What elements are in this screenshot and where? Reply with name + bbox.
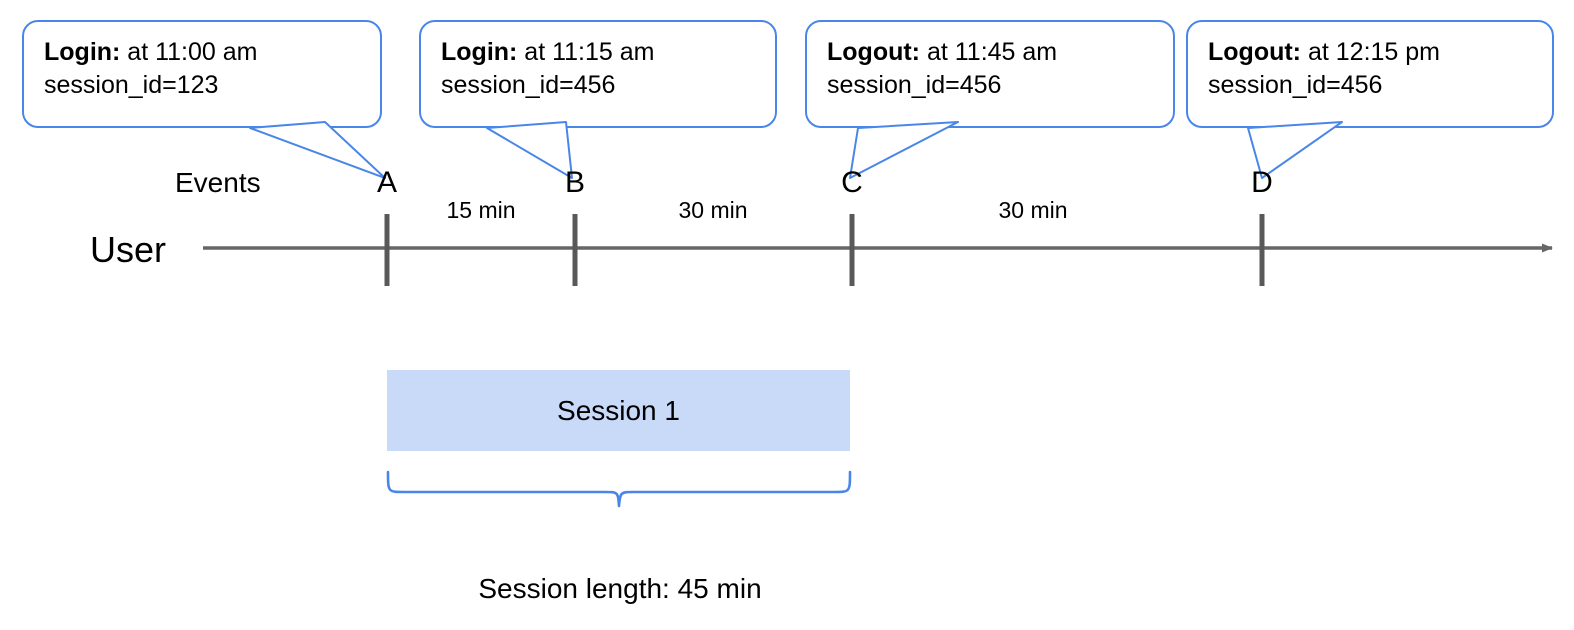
interval-label-a-b: 15 min [446, 197, 516, 223]
callout-session-id: session_id=456 [441, 71, 616, 99]
session-bar-session-1: Session 1 [387, 370, 850, 451]
marker-label-b: B [564, 166, 585, 199]
callout-time: at 11:15 am [517, 38, 655, 66]
callout-session-id: session_id=123 [44, 71, 219, 99]
callout-event-label: Logout: [827, 38, 921, 66]
callout-session-id: session_id=456 [827, 71, 1002, 99]
events-row-label: Events [175, 167, 261, 198]
callout-logout-c: Logout: at 11:45 am session_id=456 [805, 20, 1175, 128]
callout-login-b: Login: at 11:15 am session_id=456 [419, 20, 777, 128]
callout-time: at 11:45 am [920, 38, 1058, 66]
callout-tail-a [249, 121, 386, 179]
marker-label-c: C [841, 166, 863, 199]
session-length-brace [386, 470, 852, 508]
user-row-label: User [90, 229, 167, 270]
callout-event-label: Logout: [1208, 38, 1302, 66]
callout-session-id: session_id=456 [1208, 71, 1383, 99]
interval-label-b-c: 30 min [678, 197, 748, 223]
marker-label-d: D [1251, 166, 1273, 199]
callout-time: at 12:15 pm [1301, 38, 1440, 66]
marker-label-a: A [376, 166, 397, 199]
session-length-label: Session length: 45 min [478, 573, 762, 604]
callout-logout-d: Logout: at 12:15 pm session_id=456 [1186, 20, 1554, 128]
session-bar-label: Session 1 [557, 394, 680, 426]
interval-label-c-d: 30 min [998, 197, 1068, 223]
callout-login-a: Login: at 11:00 am session_id=123 [22, 20, 382, 128]
callout-event-label: Login: [441, 38, 518, 66]
callout-event-label: Login: [44, 38, 121, 66]
callout-time: at 11:00 am [120, 38, 258, 66]
